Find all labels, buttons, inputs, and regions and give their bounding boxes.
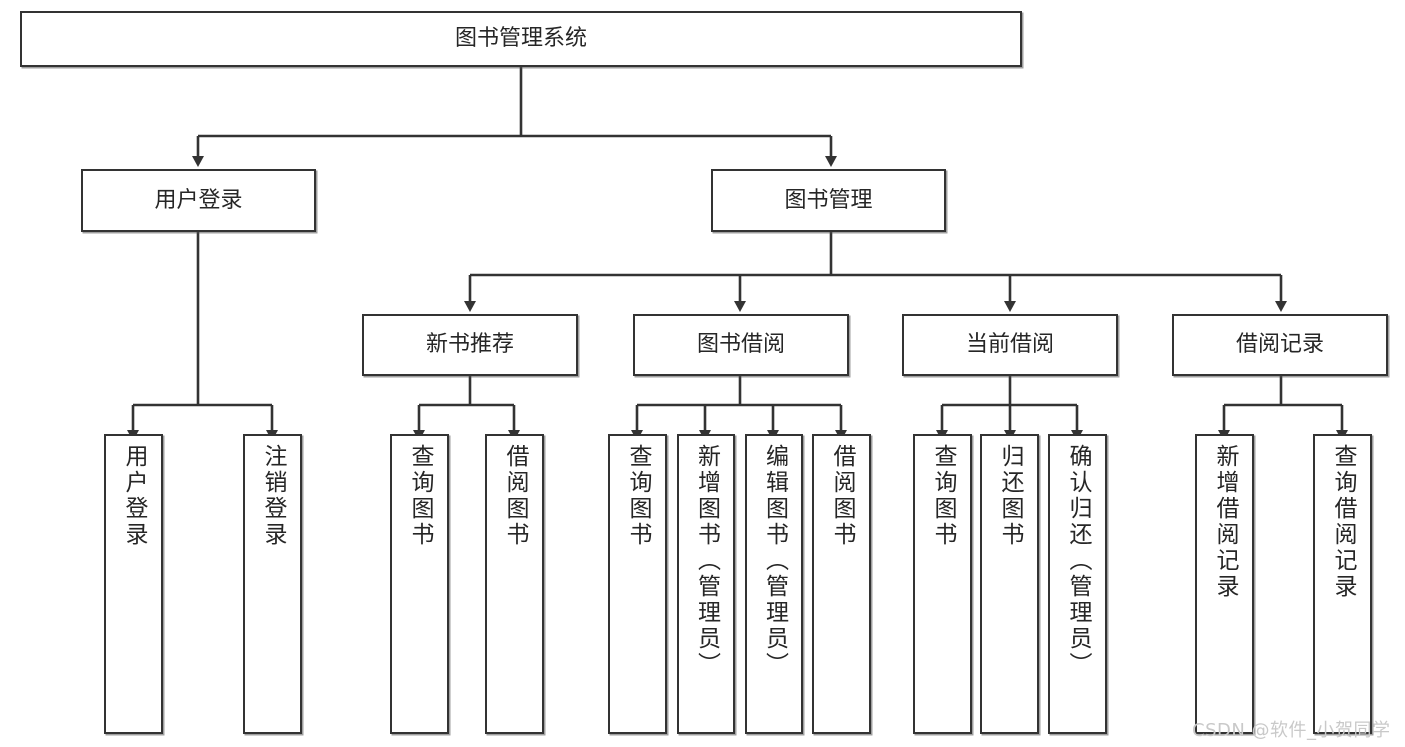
node-label: 图书管理系统 (454, 26, 587, 52)
leaf-borrow-book-2[interactable]: 借阅图书 (812, 434, 871, 734)
node-current-borrow[interactable]: 当前借阅 (902, 314, 1118, 376)
node-label: 借阅图书 (502, 444, 528, 548)
leaf-query-book-1[interactable]: 查询图书 (390, 434, 449, 734)
node-root[interactable]: 图书管理系统 (20, 11, 1022, 67)
leaf-add-borrow-record[interactable]: 新增借阅记录 (1195, 434, 1254, 734)
leaf-return-book[interactable]: 归还图书 (980, 434, 1039, 734)
leaf-add-book-admin[interactable]: 新增图书（管理员） (677, 434, 735, 734)
node-label: 用户登录 (121, 444, 147, 548)
node-label: 新书推荐 (425, 332, 514, 358)
node-label: 归还图书 (997, 444, 1023, 548)
node-label: 查询图书 (407, 444, 433, 548)
leaf-borrow-book-1[interactable]: 借阅图书 (485, 434, 544, 734)
leaf-query-book-2[interactable]: 查询图书 (608, 434, 667, 734)
leaf-confirm-return-admin[interactable]: 确认归还（管理员） (1048, 434, 1107, 734)
node-label: 用户登录 (154, 187, 243, 213)
leaf-user-login[interactable]: 用户登录 (104, 434, 163, 734)
leaf-query-borrow-record[interactable]: 查询借阅记录 (1313, 434, 1372, 734)
leaf-edit-book-admin[interactable]: 编辑图书（管理员） (745, 434, 803, 734)
node-label: 当前借阅 (965, 332, 1054, 358)
node-user-login[interactable]: 用户登录 (81, 169, 316, 232)
node-label: 新增借阅记录 (1212, 444, 1238, 600)
leaf-logout[interactable]: 注销登录 (243, 434, 302, 734)
node-label: 借阅记录 (1235, 332, 1324, 358)
node-label: 编辑图书（管理员） (761, 444, 788, 678)
node-borrow-records[interactable]: 借阅记录 (1172, 314, 1388, 376)
node-label: 新增图书（管理员） (693, 444, 720, 678)
node-label: 注销登录 (260, 444, 286, 548)
leaf-query-book-3[interactable]: 查询图书 (913, 434, 972, 734)
node-label: 查询图书 (930, 444, 956, 548)
node-label: 查询借阅记录 (1330, 444, 1356, 600)
node-label: 图书借阅 (696, 332, 785, 358)
node-label: 借阅图书 (829, 444, 855, 548)
node-book-borrow[interactable]: 图书借阅 (633, 314, 849, 376)
node-new-book-recommend[interactable]: 新书推荐 (362, 314, 578, 376)
node-label: 图书管理 (784, 187, 873, 213)
csdn-watermark: CSDN @软件_小贺同学 (1192, 720, 1391, 741)
node-book-management[interactable]: 图书管理 (711, 169, 946, 232)
node-label: 查询图书 (625, 444, 651, 548)
node-label: 确认归还（管理员） (1065, 444, 1091, 678)
